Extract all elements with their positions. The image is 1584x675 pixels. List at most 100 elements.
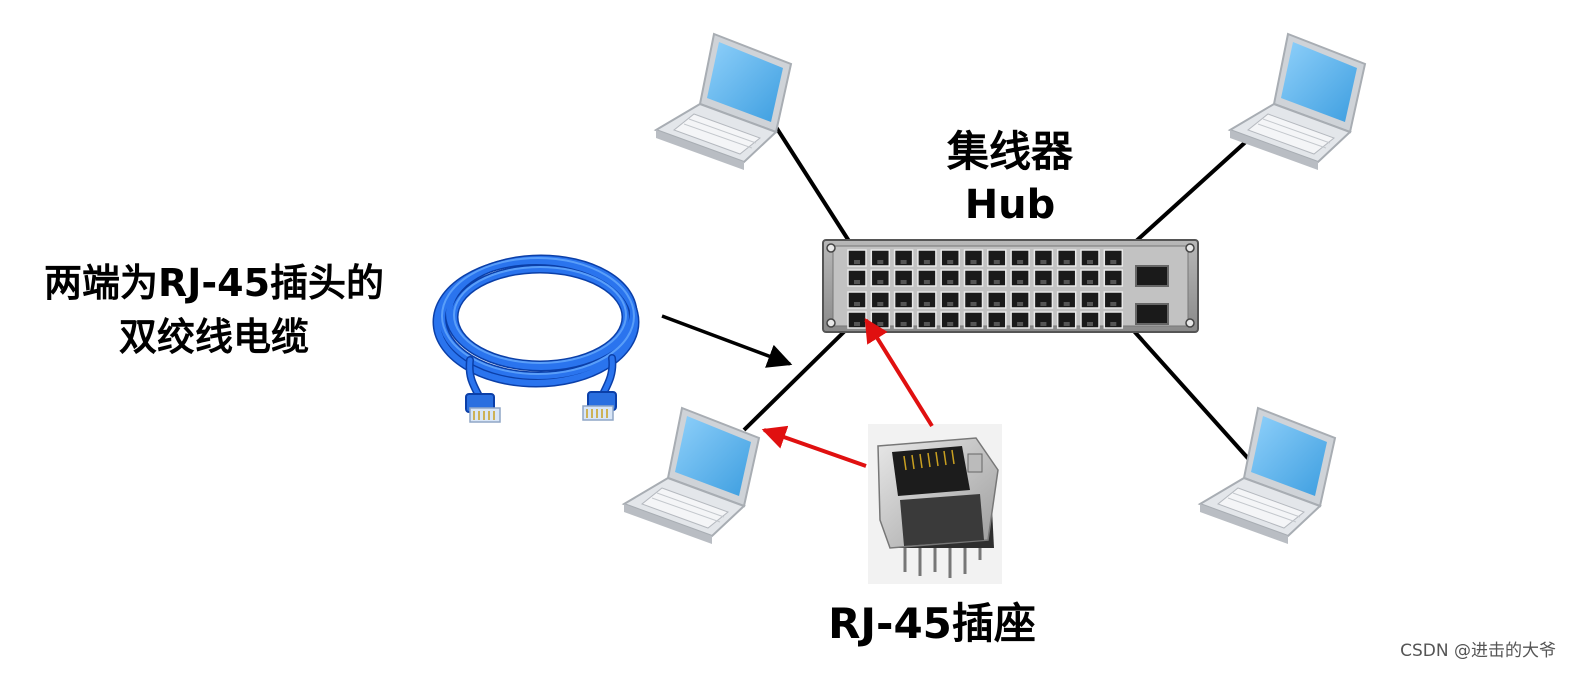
rj45-socket-icon — [868, 424, 1002, 584]
hub-port-notch — [900, 302, 907, 306]
hub-port — [893, 249, 914, 267]
hub-uplink-slot — [1135, 265, 1169, 287]
hub-port-notch — [1063, 302, 1070, 306]
hub-port — [963, 249, 984, 267]
link-bottom-left — [742, 320, 856, 432]
hub-port-notch — [923, 322, 930, 326]
hub-port-notch — [993, 280, 1000, 284]
hub-port-notch — [1110, 260, 1117, 264]
hub-port-notch — [1017, 302, 1024, 306]
hub-port-notch — [923, 280, 930, 284]
hub-port-notch — [877, 260, 884, 264]
hub-port-notch — [993, 302, 1000, 306]
hub-port-notch — [1087, 280, 1093, 284]
hub-port-notch — [854, 280, 860, 284]
hub-port — [1103, 269, 1124, 287]
hub-port — [1033, 269, 1054, 287]
socket-label: RJ-45插座 — [828, 599, 1036, 648]
hub-port — [1033, 249, 1054, 267]
hub-port-notch — [1063, 260, 1070, 264]
hub-port-notch — [1110, 302, 1117, 306]
hub-port-notch — [970, 280, 977, 284]
hub-port — [1056, 249, 1077, 267]
hub-port — [1010, 311, 1030, 329]
network-hub-icon — [822, 239, 1199, 333]
hub-port — [1010, 269, 1030, 287]
hub-port-notch — [970, 260, 977, 264]
cable-label-line1: 两端为RJ-45插头的 — [44, 261, 384, 305]
hub-port-notch — [970, 322, 977, 326]
hub-port-notch — [1063, 280, 1070, 284]
hub-port-notch — [1110, 280, 1117, 284]
hub-port — [847, 291, 867, 309]
hub-port — [1056, 291, 1077, 309]
hub-port-notch — [877, 322, 884, 326]
hub-port-notch — [854, 302, 860, 306]
hub-port — [847, 249, 867, 267]
hub-port-notch — [1063, 322, 1070, 326]
hub-port-notch — [993, 260, 1000, 264]
hub-port-notch — [993, 322, 1000, 326]
hub-port — [847, 269, 867, 287]
hub-port — [1103, 291, 1124, 309]
hub-port-notch — [1040, 302, 1047, 306]
hub-port — [917, 269, 937, 287]
link-top-left — [774, 125, 858, 254]
hub-port — [893, 291, 914, 309]
hub-port — [987, 269, 1007, 287]
hub-port — [1080, 269, 1100, 287]
laptop-icon — [623, 407, 760, 545]
hub-port — [870, 249, 891, 267]
hub-port-notch — [923, 302, 930, 306]
hub-port-notch — [970, 302, 977, 306]
hub-port-notch — [947, 260, 954, 264]
hub-port — [1103, 249, 1124, 267]
hub-port-notch — [923, 260, 930, 264]
hub-port-notch — [1040, 322, 1047, 326]
hub-port-notch — [900, 280, 907, 284]
link-top-right — [1122, 136, 1252, 254]
hub-port-notch — [854, 260, 860, 264]
hub-port — [963, 311, 984, 329]
hub-port — [893, 311, 914, 329]
hub-port — [1080, 291, 1100, 309]
rj45-plug-icon — [582, 391, 617, 421]
hub-uplink-slot — [1135, 303, 1169, 325]
hub-port-notch — [1087, 260, 1093, 264]
link-lines — [742, 125, 1256, 467]
hub-port — [893, 269, 914, 287]
watermark: CSDN @进击的大爷 — [1400, 641, 1556, 661]
hub-port-notch — [854, 322, 860, 326]
hub-port — [940, 291, 960, 309]
laptop-icon — [1229, 33, 1366, 171]
hub-port-notch — [1017, 322, 1024, 326]
hub-port — [963, 269, 984, 287]
hub-port — [1056, 311, 1077, 329]
hub-port-notch — [877, 280, 884, 284]
socket-pointer-arrow-hub — [864, 317, 934, 428]
hub-port-notch — [1040, 260, 1047, 264]
hub-port-notch — [1040, 280, 1047, 284]
hub-port-notch — [947, 322, 954, 326]
hub-port — [1033, 291, 1054, 309]
hub-port — [1010, 249, 1030, 267]
hub-port — [917, 249, 937, 267]
hub-port-notch — [947, 302, 954, 306]
rj45-plug-icon — [465, 393, 501, 423]
hub-title: 集线器 — [946, 127, 1074, 176]
hub-port — [1080, 311, 1100, 329]
hub-port — [870, 291, 891, 309]
hub-port — [917, 311, 937, 329]
hub-port — [1080, 249, 1100, 267]
hub-port — [1056, 269, 1077, 287]
socket-pointer-arrow-laptop — [761, 425, 867, 468]
hub-port-notch — [947, 280, 954, 284]
hub-port — [870, 269, 891, 287]
twisted-pair-cable-icon — [432, 254, 640, 402]
hub-port-notch — [1087, 302, 1093, 306]
laptop-icon — [655, 33, 792, 171]
hub-subtitle: Hub — [965, 182, 1056, 228]
hub-port-notch — [900, 260, 907, 264]
hub-port-notch — [1017, 260, 1024, 264]
